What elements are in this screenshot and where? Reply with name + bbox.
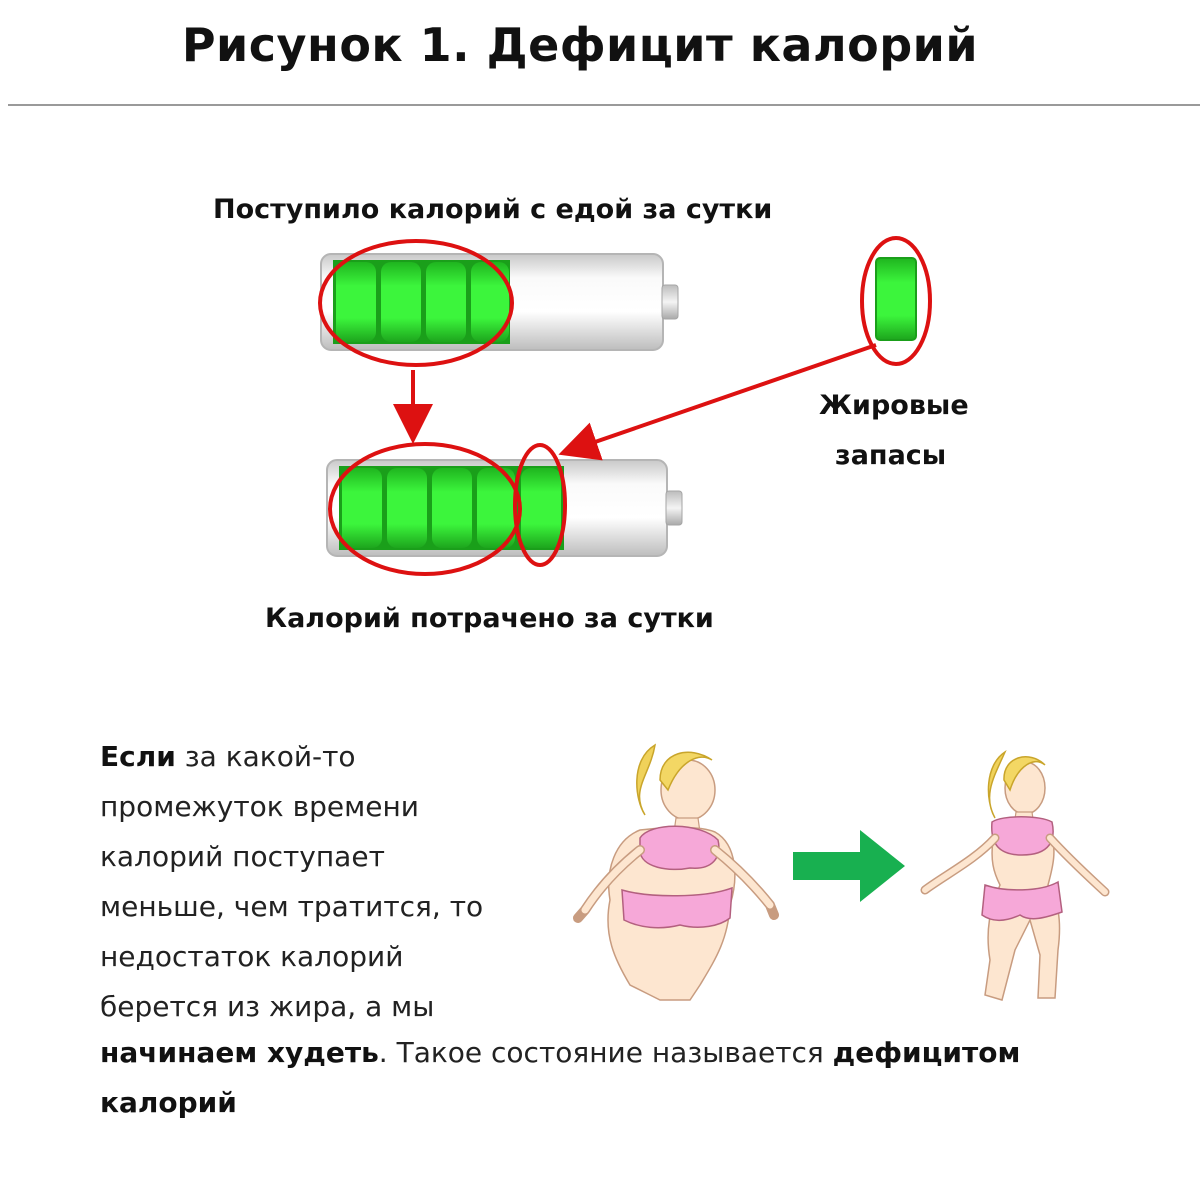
battery-cell (342, 468, 382, 548)
battery-cell (387, 468, 427, 548)
paragraph-line: недостаток калорий (100, 940, 404, 973)
battery-cell (477, 468, 515, 548)
transformation-arrow (793, 830, 905, 902)
fat-reserves-label-line2: запасы (835, 440, 947, 471)
fat-reserve-cell (875, 257, 917, 341)
page-title: Рисунок 1. Дефицит калорий (181, 18, 979, 72)
paragraph-line: промежуток времени (100, 790, 419, 823)
battery-cell (521, 468, 561, 548)
battery-cell (432, 468, 472, 548)
fat-reserves-label-line1: Жировые (819, 390, 969, 421)
paragraph-line: калорий (100, 1078, 237, 1128)
spent-highlight-circle (328, 442, 522, 576)
fat-highlight-circle (860, 236, 932, 366)
battery-cell (381, 262, 421, 342)
paragraph-line: Если за какой-то (100, 732, 356, 782)
battery-cell (336, 262, 376, 342)
paragraph-line: меньше, чем тратится, то (100, 890, 484, 923)
spent-battery (326, 459, 683, 557)
title-divider (8, 104, 1200, 106)
paragraph-line: калорий поступает (100, 840, 385, 873)
paragraph-line: начинаем худеть. Такое состояние называе… (100, 1028, 1020, 1078)
paragraph-bold: начинаем худеть (100, 1036, 379, 1069)
overweight-woman-illustration (573, 743, 779, 1001)
paragraph-text: . Такое состояние называется (378, 1036, 833, 1069)
spent-label: Калорий потрачено за сутки (265, 603, 714, 634)
battery-cell (471, 262, 509, 342)
intake-label: Поступило калорий с едой за сутки (213, 194, 773, 225)
slim-woman-illustration (920, 750, 1110, 1001)
paragraph-text: за какой-то (175, 740, 356, 773)
paragraph-bold: калорий (100, 1086, 237, 1119)
battery-cell (426, 262, 466, 342)
intake-highlight-circle (318, 239, 514, 367)
paragraph-bold: дефицитом (832, 1036, 1021, 1069)
paragraph-bold: Если (100, 740, 176, 773)
fat-used-highlight-circle (513, 443, 567, 567)
fat-transfer-arrow (558, 343, 877, 461)
paragraph-line: берется из жира, а мы (100, 990, 435, 1023)
